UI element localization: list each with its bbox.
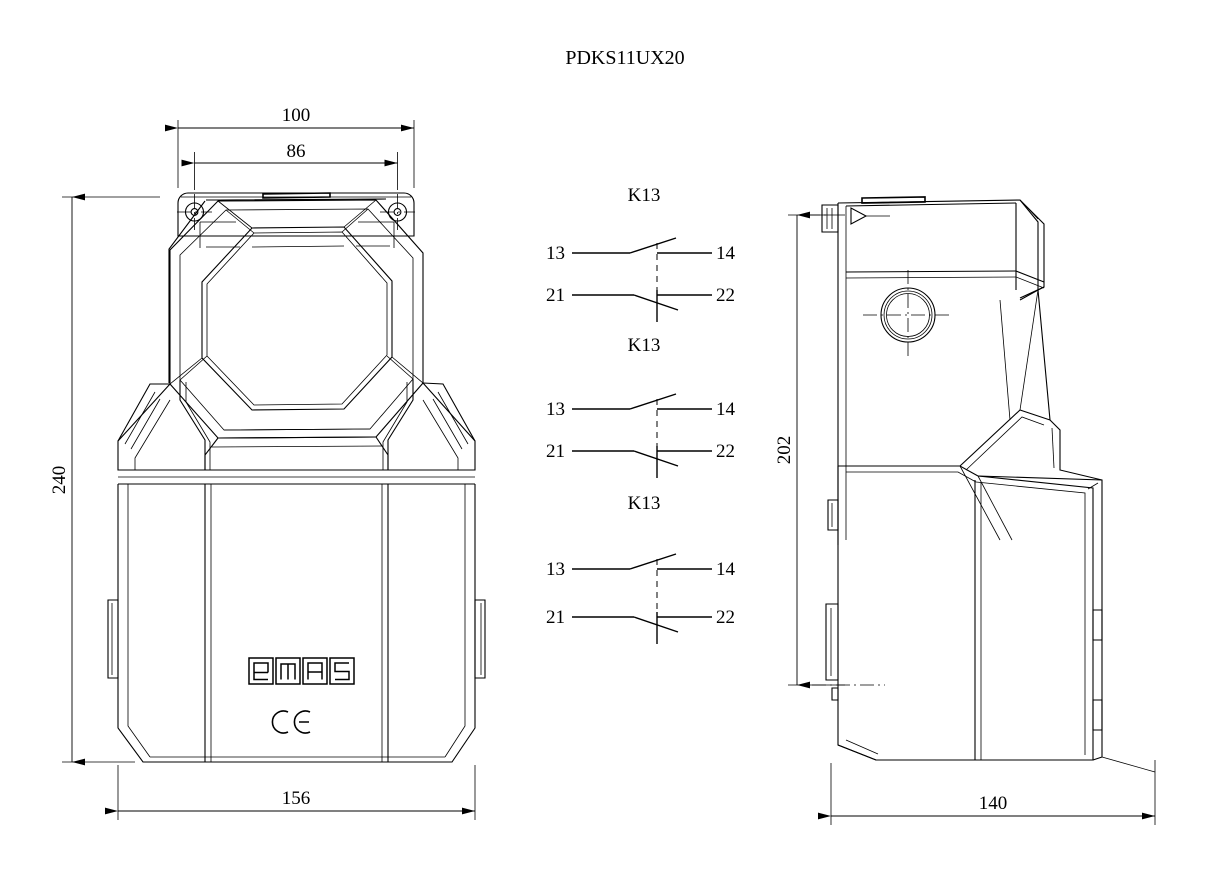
- dimension-width-overall: 100: [282, 105, 311, 126]
- terminal-label-21: 21: [546, 607, 565, 628]
- contact-block: K13 13 14 21 22: [546, 185, 736, 322]
- front-view-dimensions: 100 86 240 156: [49, 105, 476, 820]
- side-upper-box: [837, 199, 1045, 545]
- terminal-label-13: 13: [546, 399, 565, 420]
- side-view-dimensions: 202 140: [774, 211, 1156, 825]
- terminal-label-14: 14: [716, 243, 736, 264]
- contact-block-label: K13: [628, 335, 661, 356]
- front-view: [107, 192, 486, 763]
- contact-block: K13 13 14 21 22: [546, 335, 736, 478]
- terminal-label-13: 13: [546, 559, 565, 580]
- terminal-label-21: 21: [546, 285, 565, 306]
- contact-block-diagrams: K13 13 14 21 22 K13 13 14: [546, 185, 736, 644]
- mounting-flange: [177, 192, 415, 237]
- dimension-width-body: 156: [282, 788, 311, 809]
- side-boss-circle: [863, 270, 953, 360]
- brand-logo: [248, 657, 355, 685]
- ce-mark-icon: [271, 710, 311, 734]
- terminal-label-22: 22: [716, 441, 735, 462]
- upper-octagon-frame: [168, 198, 424, 439]
- terminal-label-14: 14: [716, 399, 736, 420]
- terminal-label-22: 22: [716, 285, 735, 306]
- dimension-height-side: 202: [774, 436, 795, 465]
- terminal-label-13: 13: [546, 243, 565, 264]
- page-title: PDKS11UX20: [565, 47, 684, 69]
- side-view: [806, 196, 1103, 761]
- mid-shoulder-section: [117, 379, 476, 485]
- contact-block: K13 13 14 21 22: [546, 493, 736, 644]
- contact-block-label: K13: [628, 185, 661, 206]
- side-lower-body: [837, 286, 1103, 761]
- dimension-height-overall: 240: [49, 466, 70, 495]
- dimension-width-mounting: 86: [287, 141, 306, 162]
- terminal-label-22: 22: [716, 607, 735, 628]
- terminal-label-14: 14: [716, 559, 736, 580]
- terminal-label-21: 21: [546, 441, 565, 462]
- dimension-depth-overall: 140: [979, 793, 1008, 814]
- side-left-tabs: [812, 499, 1103, 731]
- lower-body: [107, 484, 486, 763]
- contact-block-label: K13: [628, 493, 661, 514]
